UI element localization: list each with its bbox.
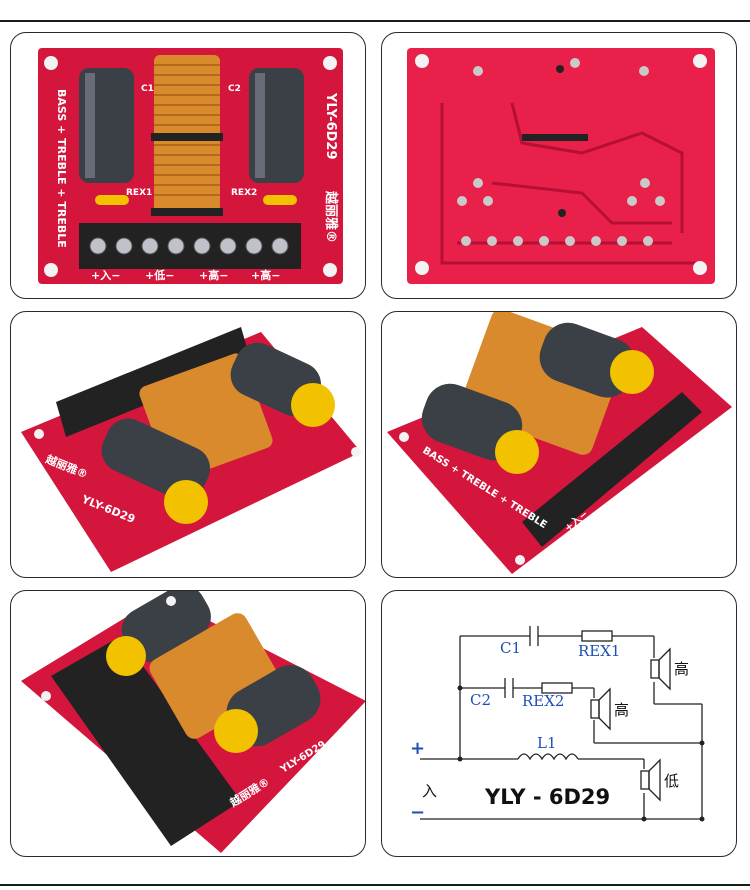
schematic-plus: + [410, 738, 425, 759]
photo-angle-view-3: 越丽雅® YLY-6D29 [10, 590, 366, 857]
schematic-minus: − [410, 802, 425, 823]
label-c2: C2 [228, 84, 241, 94]
schematic-rex2: REX2 [522, 692, 564, 710]
terminal-label-high-2: +高− [251, 268, 280, 282]
schematic-c2: C2 [470, 691, 491, 709]
model-label: YLY-6D29 [323, 92, 338, 160]
label-rex2: REX2 [231, 188, 257, 198]
photo-angle-view-1: 越丽雅® YLY-6D29 [10, 311, 366, 578]
photo-top-view: C1 C2 REX1 REX2 +入− +低− +高− +高− BASS + T… [10, 32, 366, 299]
schematic-low: 低 [664, 772, 679, 790]
label-c1: C1 [141, 84, 154, 94]
photo-bottom-view [381, 32, 737, 299]
schematic-input: 入 [422, 782, 437, 800]
top-rule [0, 20, 750, 22]
schematic-high-2: 高 [614, 701, 629, 719]
bottom-rule [0, 884, 750, 886]
schematic-model: YLY - 6D29 [484, 785, 610, 809]
brand-label: 越丽雅® [323, 190, 339, 243]
schematic-diagram: C1 REX1 C2 REX2 L1 + − 入 高 高 低 YLY - 6D2… [381, 590, 737, 857]
label-rex1: REX1 [126, 188, 152, 198]
terminal-label-low: +低− [145, 268, 174, 282]
schematic-l1: L1 [537, 734, 557, 752]
side-label: BASS + TREBLE + TREBLE [55, 89, 68, 248]
schematic-high-1: 高 [674, 660, 689, 678]
photo-angle-view-2: BASS + TREBLE + TREBLE +入− [381, 311, 737, 578]
schematic-c1: C1 [500, 639, 521, 657]
terminal-label-in: +入− [91, 269, 120, 282]
terminal-label-high-1: +高− [199, 268, 228, 282]
schematic-rex1: REX1 [578, 642, 620, 660]
